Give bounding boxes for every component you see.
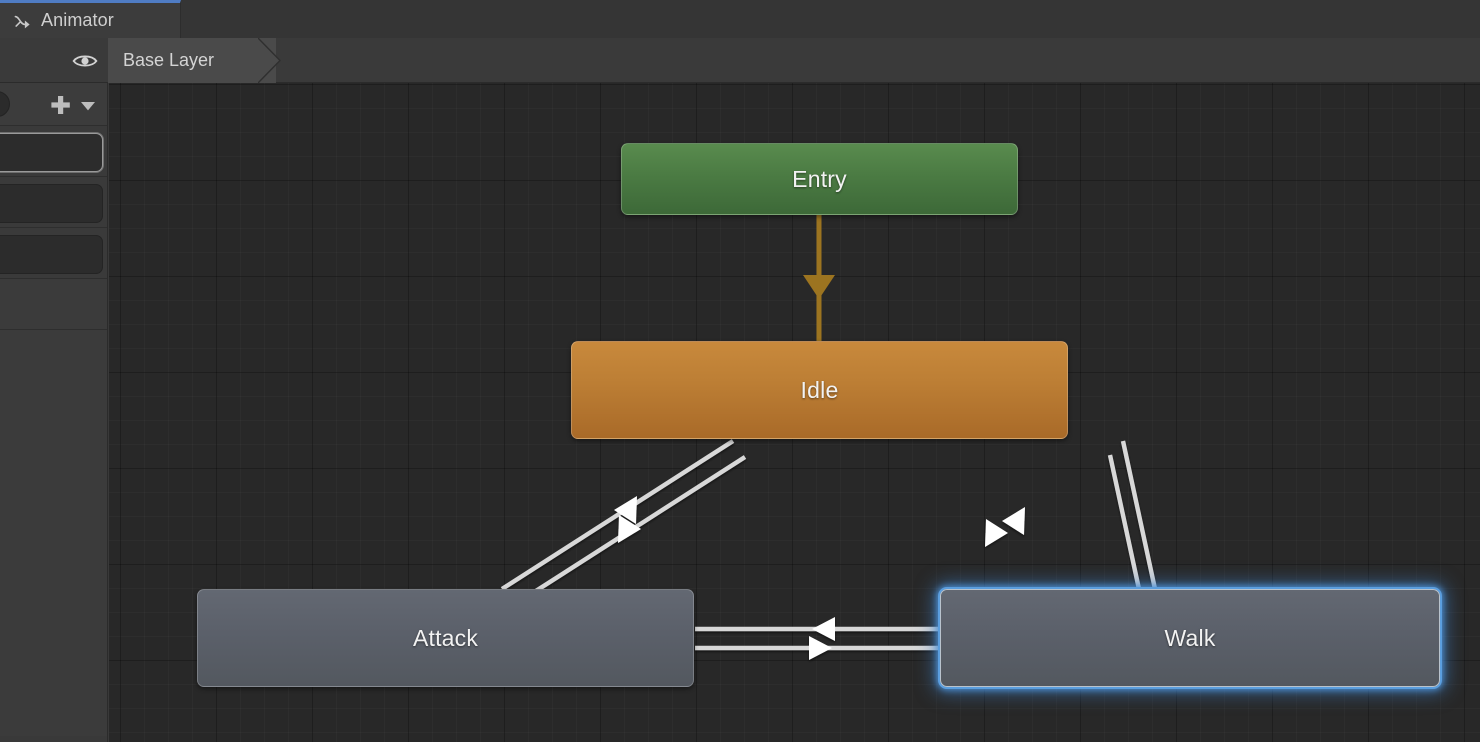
parameter-row[interactable] — [0, 279, 107, 330]
breadcrumb-label: Base Layer — [123, 50, 215, 70]
animator-icon — [13, 11, 32, 30]
state-node-label: Entry — [792, 165, 847, 192]
plus-icon[interactable] — [44, 96, 78, 114]
state-node-walk[interactable]: Walk — [940, 589, 1440, 687]
search-input[interactable] — [0, 91, 10, 117]
tab-label: Animator — [41, 10, 114, 30]
tab-bar: Animator — [0, 0, 1480, 38]
animator-state-graph[interactable]: Entry Idle Attack Walk — [109, 83, 1480, 742]
state-node-label: Idle — [800, 376, 839, 403]
state-node-entry[interactable]: Entry — [621, 143, 1018, 215]
layer-visibility-button[interactable] — [62, 38, 108, 83]
transition-idle-walk[interactable] — [985, 440, 1158, 604]
breadcrumb-bar: Base Layer — [0, 38, 1480, 83]
sidebar-empty-area — [0, 330, 107, 736]
sidebar-toolbar — [0, 83, 107, 126]
tab-animator[interactable]: Animator — [0, 0, 181, 38]
sidebar-parameter-rows — [0, 126, 107, 736]
state-node-attack[interactable]: Attack — [197, 589, 694, 687]
state-node-label: Attack — [412, 624, 479, 651]
state-node-label: Walk — [1164, 624, 1216, 651]
chevron-right-icon — [258, 38, 281, 83]
parameter-row[interactable] — [0, 228, 107, 279]
caret-down-icon[interactable] — [80, 101, 96, 111]
transition-attack-walk[interactable] — [695, 617, 941, 660]
state-node-idle[interactable]: Idle — [571, 341, 1068, 439]
eye-icon — [72, 54, 98, 67]
parameter-row[interactable] — [0, 177, 107, 228]
breadcrumb-base-layer[interactable]: Base Layer — [108, 38, 276, 83]
parameter-row[interactable] — [0, 126, 107, 177]
transition-idle-attack[interactable] — [500, 439, 747, 607]
parameters-sidebar — [0, 83, 108, 742]
